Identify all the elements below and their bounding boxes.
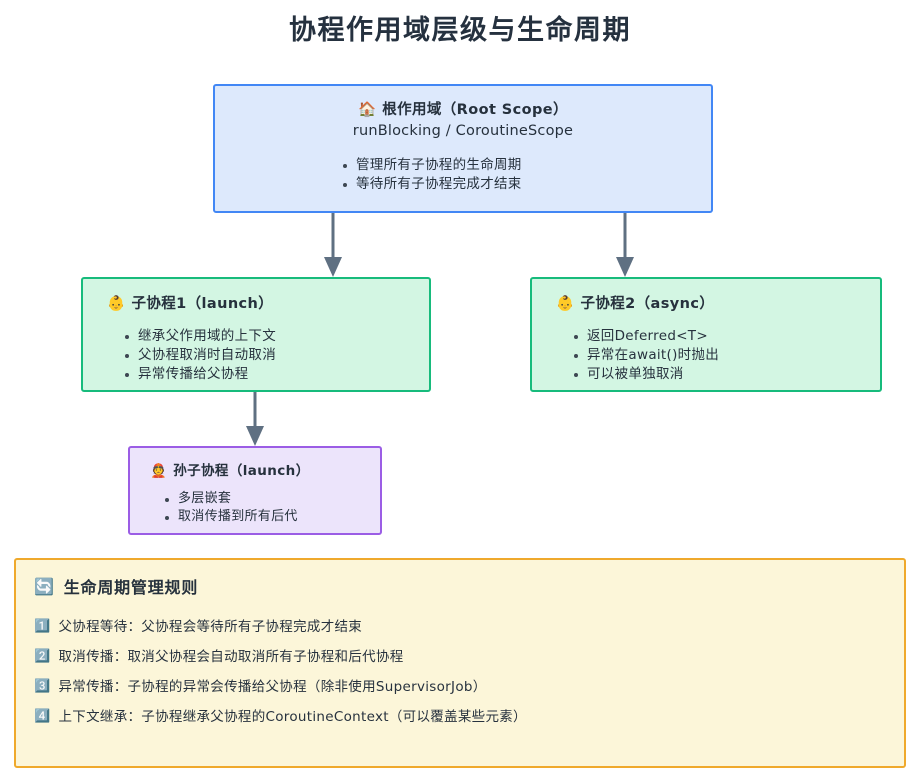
- keycap-2-icon: 2️⃣: [34, 649, 51, 664]
- grandchild-coroutine-node: 👲 孙子协程（launch） 多层嵌套 取消传播到所有后代: [128, 446, 382, 535]
- list-item: 返回Deferred<T>: [572, 327, 880, 346]
- rule-text: 取消传播：取消父协程会自动取消所有子协程和后代协程: [58, 649, 404, 665]
- list-item: 多层嵌套: [163, 490, 380, 508]
- arrow-child1-to-grandchild: [246, 392, 264, 446]
- list-item: 异常在await()时抛出: [572, 346, 880, 365]
- arrow-root-to-child1: [324, 213, 342, 277]
- rule-text: 上下文继承：子协程继承父协程的CoroutineContext（可以覆盖某些元素…: [58, 709, 527, 725]
- keycap-4-icon: 4️⃣: [34, 709, 51, 724]
- list-item: 3️⃣ 异常传播：子协程的异常会传播给父协程（除非使用SupervisorJob…: [34, 668, 904, 698]
- list-item: 继承父作用域的上下文: [123, 327, 429, 346]
- child-coroutine-2-title: 子协程2（async）: [580, 296, 715, 312]
- child-coroutine-2-header: 👶 子协程2（async）: [556, 292, 880, 313]
- page-title: 协程作用域层级与生命周期: [289, 15, 631, 46]
- list-item: 等待所有子协程完成才结束: [341, 175, 711, 194]
- child-coroutine-1-title: 子协程1（launch）: [131, 296, 274, 312]
- list-item: 可以被单独取消: [572, 365, 880, 384]
- lifecycle-rules-title: 生命周期管理规则: [63, 578, 199, 597]
- list-item: 异常传播给父协程: [123, 365, 429, 384]
- rule-text: 异常传播：子协程的异常会传播给父协程（除非使用SupervisorJob）: [58, 679, 487, 695]
- child-coroutine-2-node: 👶 子协程2（async） 返回Deferred<T> 异常在await()时抛出…: [530, 277, 882, 392]
- baby-icon: 👶: [556, 296, 575, 312]
- list-item: 2️⃣ 取消传播：取消父协程会自动取消所有子协程和后代协程: [34, 638, 904, 668]
- list-item: 父协程取消时自动取消: [123, 346, 429, 365]
- lifecycle-rules-list: 1️⃣ 父协程等待：父协程会等待所有子协程完成才结束 2️⃣ 取消传播：取消父协…: [16, 608, 904, 728]
- grandchild-coroutine-title: 孙子协程（launch）: [173, 463, 310, 479]
- lifecycle-rules-title-row: 🔄 生命周期管理规则: [34, 574, 904, 598]
- person-with-cap-icon: 👲: [150, 463, 168, 479]
- rule-text: 父协程等待：父协程会等待所有子协程完成才结束: [58, 619, 363, 635]
- arrow-root-to-child2: [616, 213, 634, 277]
- root-scope-title: 根作用域（Root Scope）: [382, 102, 568, 118]
- keycap-1-icon: 1️⃣: [34, 619, 51, 634]
- list-item: 1️⃣ 父协程等待：父协程会等待所有子协程完成才结束: [34, 608, 904, 638]
- child-coroutine-2-bullets: 返回Deferred<T> 异常在await()时抛出 可以被单独取消: [532, 327, 880, 384]
- child-coroutine-1-node: 👶 子协程1（launch） 继承父作用域的上下文 父协程取消时自动取消 异常传播…: [81, 277, 431, 392]
- grandchild-coroutine-header: 👲 孙子协程（launch）: [150, 459, 380, 479]
- refresh-cycle-icon: 🔄: [34, 576, 55, 596]
- house-icon: 🏠: [358, 102, 377, 118]
- list-item: 管理所有子协程的生命周期: [341, 156, 711, 175]
- root-scope-subtitle: runBlocking / CoroutineScope: [352, 123, 574, 139]
- list-item: 取消传播到所有后代: [163, 508, 380, 526]
- baby-icon: 👶: [107, 296, 126, 312]
- list-item: 4️⃣ 上下文继承：子协程继承父协程的CoroutineContext（可以覆盖…: [34, 698, 904, 728]
- root-scope-header: 🏠 根作用域（Root Scope）: [215, 98, 711, 119]
- root-scope-bullets: 管理所有子协程的生命周期 等待所有子协程完成才结束: [215, 156, 711, 194]
- child-coroutine-1-header: 👶 子协程1（launch）: [107, 292, 429, 313]
- lifecycle-rules-panel: 🔄 生命周期管理规则 1️⃣ 父协程等待：父协程会等待所有子协程完成才结束 2️…: [14, 558, 906, 768]
- grandchild-coroutine-bullets: 多层嵌套 取消传播到所有后代: [130, 490, 380, 526]
- root-scope-node: 🏠 根作用域（Root Scope） runBlocking / Coroutin…: [213, 84, 713, 213]
- child-coroutine-1-bullets: 继承父作用域的上下文 父协程取消时自动取消 异常传播给父协程: [83, 327, 429, 384]
- keycap-3-icon: 3️⃣: [34, 679, 51, 694]
